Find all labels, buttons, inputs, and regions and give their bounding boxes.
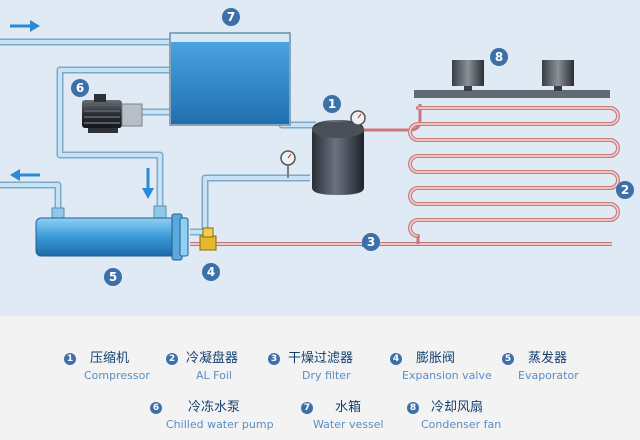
badge-3-label: 3 — [367, 235, 375, 249]
legend-badge: 5 — [502, 353, 514, 365]
legend-label-en: Compressor — [84, 369, 150, 382]
legend-label-zh: 压缩机 — [90, 351, 130, 366]
badge-1: 1 — [323, 95, 341, 113]
condenser — [364, 90, 620, 244]
refrigeration-diagram: 1 2 3 4 5 6 7 8 — [0, 8, 634, 286]
badge-8: 8 — [490, 48, 508, 66]
legend-label-en: AL Foil — [196, 369, 232, 382]
badge-5: 5 — [104, 268, 122, 286]
badge-7: 7 — [222, 8, 240, 26]
legend-badge: 1 — [64, 353, 76, 365]
badge-4-label: 4 — [207, 265, 215, 279]
badge-1-label: 1 — [328, 97, 336, 111]
legend-label-zh: 干燥过滤器 — [288, 351, 354, 366]
badge-6: 6 — [71, 79, 89, 97]
water-vessel — [169, 32, 291, 126]
legend-label-en: Water vessel — [313, 418, 384, 431]
condenser-fan-right — [542, 60, 574, 91]
flow-arrows — [10, 20, 154, 199]
badge-5-label: 5 — [109, 270, 117, 284]
legend-label-zh: 膨胀阀 — [416, 351, 456, 366]
legend-badge: 6 — [150, 402, 162, 414]
legend-label-zh: 冷冻水泵 — [188, 400, 241, 415]
evaporator — [35, 205, 189, 261]
legend-label-en: Dry filter — [302, 369, 351, 382]
badge-6-label: 6 — [76, 81, 84, 95]
legend-label-zh: 冷凝盘器 — [186, 351, 239, 366]
legend-label-zh: 水箱 — [335, 400, 362, 415]
legend-badge: 2 — [166, 353, 178, 365]
legend-badge: 7 — [301, 402, 313, 414]
legend-badge: 4 — [390, 353, 402, 365]
badge-2-label: 2 — [621, 183, 629, 197]
expansion-valve — [199, 227, 217, 251]
badge-3: 3 — [362, 233, 380, 251]
legend-label-zh: 冷却风扇 — [431, 400, 484, 415]
badge-4: 4 — [202, 263, 220, 281]
condenser-fan-left — [452, 60, 484, 91]
legend-label-en: Chilled water pump — [166, 418, 274, 431]
legend-label-en: Evaporator — [518, 369, 579, 382]
badge-2: 2 — [616, 181, 634, 199]
badge-8-label: 8 — [495, 50, 503, 64]
legend: 1 压缩机 Compressor 2 冷凝盘器 AL Foil 3 干燥过滤器 … — [0, 316, 640, 440]
legend-label-en: Condenser fan — [421, 418, 502, 431]
pressure-gauge-high — [350, 110, 366, 126]
legend-label-en: Expansion valve — [402, 369, 492, 382]
legend-label-zh: 蒸发器 — [528, 351, 568, 366]
pressure-gauge-low — [280, 150, 296, 178]
legend-badge: 8 — [407, 402, 419, 414]
badge-7-label: 7 — [227, 10, 235, 24]
legend-badge: 3 — [268, 353, 280, 365]
chilled-water-pump — [82, 94, 143, 133]
